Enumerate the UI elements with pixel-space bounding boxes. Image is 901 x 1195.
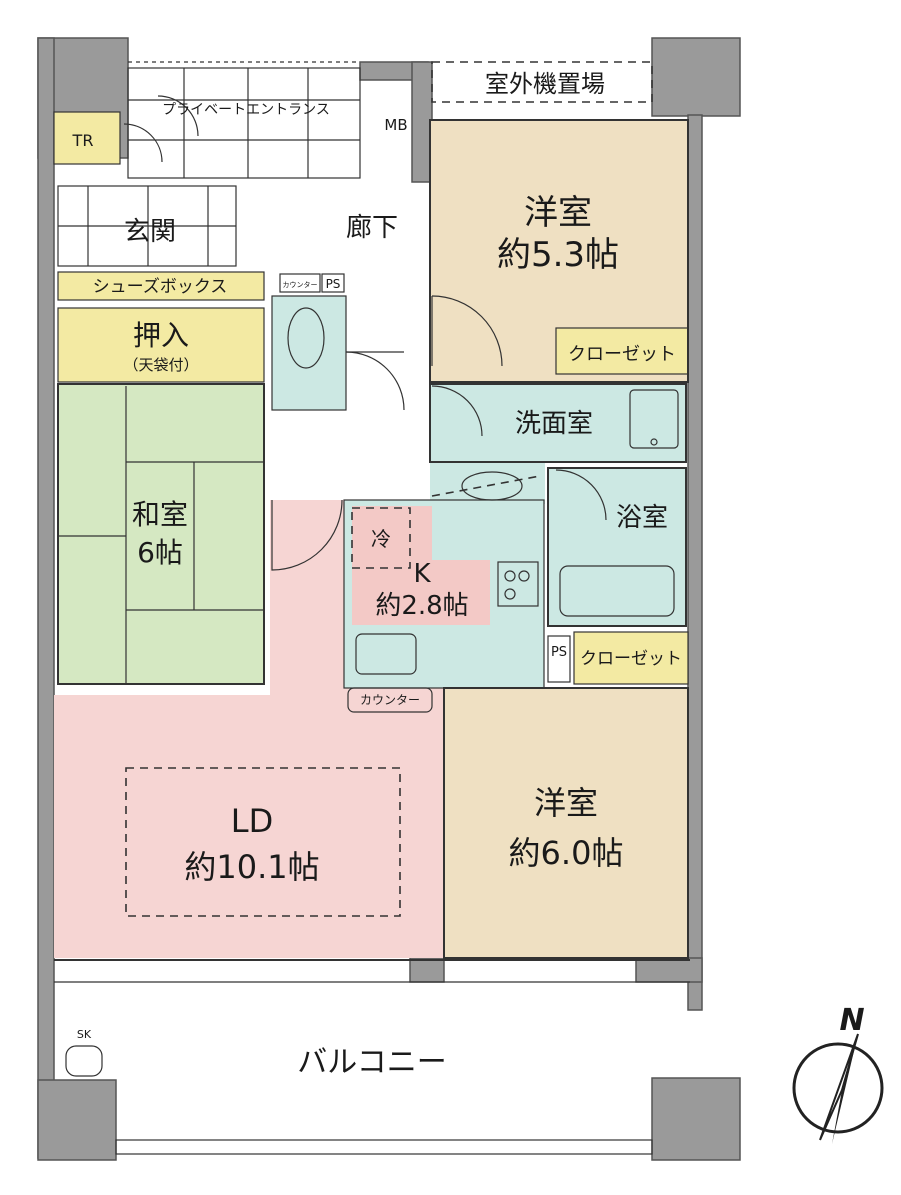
- room-bathroom: [548, 468, 686, 626]
- japanese-size: 6帖: [137, 536, 183, 569]
- storage-note: （天袋付）: [123, 356, 198, 374]
- wall-lower-east: [635, 957, 703, 983]
- balcony-label: バルコニー: [297, 1045, 446, 1080]
- shoe-box: [58, 272, 264, 300]
- toilet: [287, 307, 325, 369]
- bathroom-label: 浴室: [616, 503, 668, 533]
- closet-north-label: クローゼット: [568, 344, 676, 365]
- ld-dashed-area: [125, 767, 401, 917]
- mb-label: MB: [384, 116, 407, 134]
- counter-toilet-label: カウンター: [283, 280, 318, 289]
- kitchen-sink: [355, 633, 417, 675]
- western-south-name: 洋室: [534, 784, 598, 822]
- bathtub: [559, 565, 675, 617]
- washing-machine-pan: [629, 389, 679, 449]
- tatami-grid: [58, 386, 264, 684]
- washbasin-area: [430, 462, 545, 504]
- entrance-label: 玄関: [124, 217, 176, 247]
- sk-sink: [65, 1045, 103, 1077]
- stove: [497, 561, 539, 607]
- wall-se: [651, 1077, 741, 1161]
- doors: [123, 95, 607, 571]
- compass-icon: [792, 1033, 884, 1144]
- closet-south: [574, 632, 688, 684]
- ld-name: LD: [231, 802, 273, 840]
- wall-sw: [37, 1079, 117, 1161]
- japanese-name: 和室: [132, 498, 188, 531]
- closet-south-label: クローゼット: [580, 649, 682, 669]
- corridor-label: 廊下: [346, 213, 398, 243]
- washbasin: [461, 471, 523, 501]
- ps-bath-label: PS: [551, 645, 567, 660]
- fridge-label: 冷: [371, 527, 391, 551]
- private-entrance-label: プライベートエントランス: [162, 102, 330, 118]
- outdoor-unit-label: 室外機置場: [485, 70, 605, 98]
- wall-lower: [409, 957, 445, 983]
- kitchen-name: K: [413, 559, 431, 589]
- room-ld: [54, 500, 444, 958]
- western-north-size: 約5.3帖: [497, 235, 619, 275]
- ld-size: 約10.1帖: [184, 848, 319, 886]
- kitchen-pink-area: [352, 506, 490, 625]
- western-south-size: 約6.0帖: [509, 834, 624, 872]
- balcony-rail: [115, 1139, 653, 1155]
- western-north-name: 洋室: [524, 193, 592, 233]
- room-western-south: [444, 688, 688, 958]
- counter-kitchen-label: カウンター: [360, 693, 420, 707]
- closet-north: [556, 328, 688, 374]
- sk-label: SK: [77, 1028, 92, 1041]
- storage-label: 押入: [133, 319, 189, 352]
- room-toilet: [272, 296, 346, 410]
- tr-label: TR: [72, 131, 94, 150]
- storage-oshiire: [58, 308, 264, 382]
- fridge-area: [351, 507, 411, 569]
- wall-east: [687, 114, 703, 1011]
- wall-west: [37, 37, 55, 1159]
- wall-ne: [651, 37, 741, 117]
- kitchen-size: 約2.8帖: [375, 591, 468, 621]
- room-japanese: [58, 384, 264, 684]
- entrance-tiles: [57, 61, 361, 267]
- shoe-box-label: シューズボックス: [93, 277, 228, 297]
- outdoor-unit-area: [431, 61, 653, 103]
- compass-north-label: N: [839, 1003, 864, 1038]
- tr-box: [54, 112, 120, 164]
- washroom-label: 洗面室: [515, 409, 593, 439]
- ps-toilet-label: PS: [326, 277, 341, 291]
- room-washroom: [430, 384, 686, 462]
